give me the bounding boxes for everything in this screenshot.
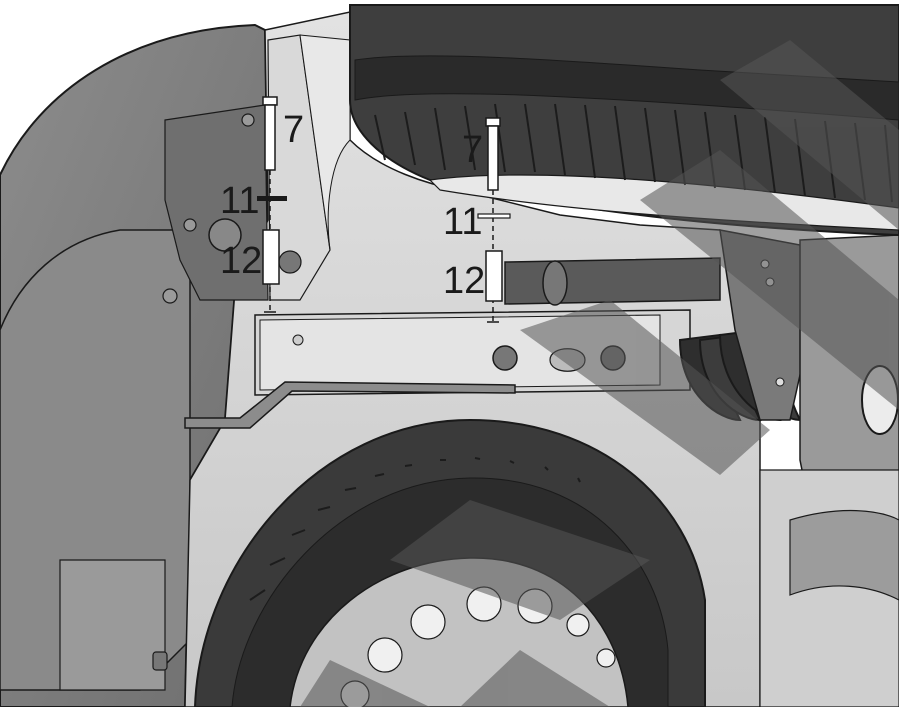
right-spacer-callout: 12: [443, 260, 485, 302]
washer-icon: [477, 213, 511, 219]
bolt-icon: [262, 96, 278, 171]
panel-rivet-3: [162, 288, 178, 304]
right-bolt-callout: 7: [462, 129, 483, 171]
panel-hole-small: [278, 250, 302, 274]
washer-icon: [257, 196, 287, 201]
panel-hole-large: [208, 218, 242, 252]
exhaust-pipe: [789, 509, 899, 601]
diagonal-watermark-bands: [300, 40, 899, 707]
right-washer-callout: 11: [443, 201, 482, 243]
bolt-icon: [485, 117, 501, 191]
cross-member-hole-1: [492, 345, 518, 371]
wheel-hole-1: [367, 637, 403, 673]
axle-tube-end: [542, 260, 568, 306]
spacer-icon: [262, 229, 280, 285]
left-bolt-callout: 7: [283, 109, 304, 151]
right-fastener-stack: [477, 117, 511, 323]
panel-rivet-1: [241, 113, 255, 127]
cross-member-rivet: [292, 334, 304, 346]
axle-tube: [504, 257, 721, 305]
hitch-bar: [184, 381, 516, 429]
left-spacer-callout: 12: [220, 240, 262, 282]
arm-bolt-3: [775, 377, 785, 387]
left-fastener-stack: [257, 96, 287, 313]
wheel-hole-2: [410, 604, 446, 640]
inner-flange-mid: [299, 34, 351, 251]
wheel-hole-6: [596, 648, 616, 668]
wheel-arch-inner: [59, 559, 166, 691]
panel-rivet-2: [183, 218, 197, 232]
left-washer-callout: 11: [220, 180, 259, 222]
spacer-icon: [485, 250, 503, 302]
arch-clip: [152, 651, 168, 671]
wheel-hole-5: [566, 613, 590, 637]
